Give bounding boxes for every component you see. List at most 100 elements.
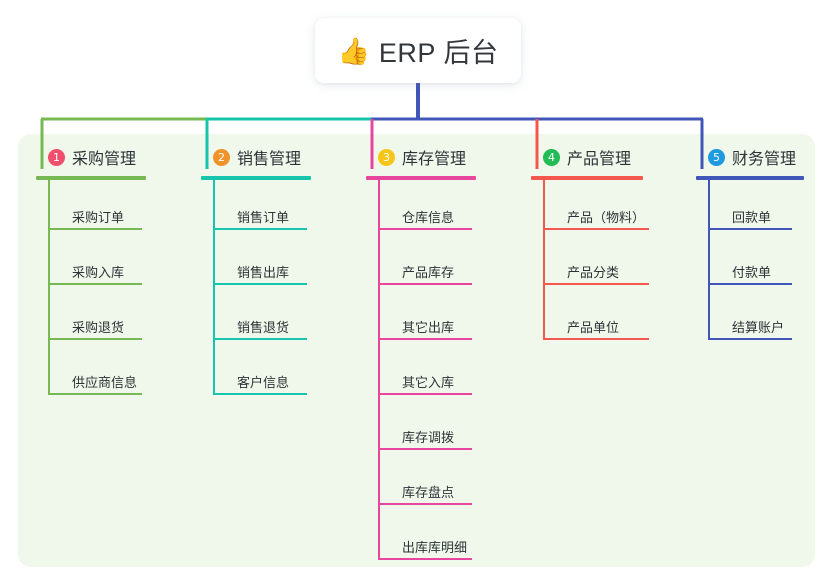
- branch-header-财务管理[interactable]: 5 财务管理: [696, 145, 804, 169]
- branch-number-badge: 1: [48, 148, 65, 166]
- branch-item[interactable]: 销售订单: [213, 180, 311, 235]
- branch-item-list: 产品（物料） 产品分类产品单位: [531, 180, 649, 345]
- branch-item-label: 结算账户: [732, 320, 785, 335]
- branch-item-label: 其它入库: [402, 375, 455, 390]
- branch-item-underline: [380, 283, 472, 285]
- branch-header-库存管理[interactable]: 3 库存管理: [366, 145, 476, 169]
- branch-item[interactable]: 其它出库: [378, 290, 476, 345]
- branch-item-label: 付款单: [732, 265, 772, 280]
- branch-item-label: 销售订单: [237, 210, 290, 225]
- branch-column-产品管理[interactable]: 4 产品管理产品（物料） 产品分类产品单位: [531, 145, 649, 345]
- branch-item-underline: [545, 283, 649, 285]
- branch-spine: [48, 180, 50, 395]
- branch-item[interactable]: 客户信息: [213, 345, 311, 400]
- branch-item[interactable]: 采购入库: [48, 235, 146, 290]
- root-node-content: 👍 ERP 后台: [338, 31, 499, 70]
- branch-item[interactable]: 仓库信息: [378, 180, 476, 235]
- branch-item[interactable]: 回款单: [708, 180, 804, 235]
- branch-column-销售管理[interactable]: 2 销售管理销售订单销售出库销售退货客户信息: [201, 145, 311, 400]
- branch-spine: [708, 180, 710, 340]
- branch-item-underline: [380, 448, 472, 450]
- branch-item[interactable]: 库存调拨: [378, 400, 476, 455]
- branch-item[interactable]: 供应商信息: [48, 345, 146, 400]
- thumbs-up-icon: 👍: [337, 35, 370, 66]
- branch-item[interactable]: 销售出库: [213, 235, 311, 290]
- branch-column-采购管理[interactable]: 1 采购管理采购订单采购入库采购退货供应商信息: [36, 145, 146, 400]
- branch-item[interactable]: 采购订单: [48, 180, 146, 235]
- branch-spine: [378, 180, 380, 560]
- diagram-background-panel: [18, 134, 815, 567]
- branch-item-label: 客户信息: [237, 375, 290, 390]
- branch-title: 采购管理: [72, 151, 137, 168]
- branch-title: 产品管理: [567, 151, 632, 168]
- branch-header-采购管理[interactable]: 1 采购管理: [36, 145, 146, 169]
- branch-item-underline: [50, 283, 142, 285]
- branch-item[interactable]: 产品分类: [543, 235, 649, 290]
- branch-spine: [543, 180, 545, 340]
- branch-item-label: 供应商信息: [72, 375, 138, 390]
- branch-item-label: 产品库存: [402, 265, 455, 280]
- branch-item-underline: [215, 338, 307, 340]
- branch-item-label: 库存调拨: [402, 430, 455, 445]
- branch-underline: [531, 176, 643, 180]
- branch-title: 库存管理: [402, 151, 467, 168]
- branch-item-underline: [50, 228, 142, 230]
- branch-item-underline: [710, 338, 792, 340]
- branch-item-underline: [50, 338, 142, 340]
- branch-underline: [696, 176, 804, 180]
- branch-item[interactable]: 库存盘点: [378, 455, 476, 510]
- branch-item-underline: [545, 338, 649, 340]
- branch-underline: [201, 176, 311, 180]
- branch-item-underline: [215, 228, 307, 230]
- branch-item-underline: [380, 338, 472, 340]
- branch-item-label: 回款单: [732, 210, 772, 225]
- branch-item-label: 销售退货: [237, 320, 290, 335]
- branch-title: 销售管理: [237, 151, 302, 168]
- branch-column-财务管理[interactable]: 5 财务管理回款单付款单结算账户: [696, 145, 804, 345]
- branch-item-label: 采购订单: [72, 210, 125, 225]
- branch-header-销售管理[interactable]: 2 销售管理: [201, 145, 311, 169]
- branch-item-list: 销售订单销售出库销售退货客户信息: [201, 180, 311, 400]
- branch-item-label: 产品（物料）: [567, 210, 646, 225]
- branch-item-underline: [215, 393, 307, 395]
- branch-underline: [36, 176, 146, 180]
- branch-underline: [366, 176, 476, 180]
- branch-item-underline: [710, 283, 792, 285]
- branch-header-产品管理[interactable]: 4 产品管理: [531, 145, 643, 169]
- branch-item-underline: [215, 283, 307, 285]
- branch-item[interactable]: 采购退货: [48, 290, 146, 345]
- branch-item-label: 销售出库: [237, 265, 290, 280]
- branch-item-underline: [50, 393, 142, 395]
- branch-item[interactable]: 结算账户: [708, 290, 804, 345]
- branch-item-label: 产品单位: [567, 320, 620, 335]
- root-node-card[interactable]: 👍 ERP 后台: [315, 18, 521, 83]
- branch-item-underline: [710, 228, 792, 230]
- branch-number-badge: 4: [543, 148, 560, 166]
- branch-item[interactable]: 产品库存: [378, 235, 476, 290]
- branch-item-underline: [545, 228, 649, 230]
- branch-item-list: 仓库信息产品库存其它出库其它入库库存调拨库存盘点出库库明细: [366, 180, 476, 565]
- branch-item-label: 其它出库: [402, 320, 455, 335]
- branch-item[interactable]: 产品（物料）: [543, 180, 649, 235]
- branch-item-underline: [380, 228, 472, 230]
- root-node-title: ERP 后台: [378, 38, 499, 68]
- branch-item[interactable]: 销售退货: [213, 290, 311, 345]
- branch-number-badge: 5: [708, 148, 725, 166]
- branch-item-label: 采购入库: [72, 265, 125, 280]
- branch-item-underline: [380, 503, 472, 505]
- branch-number-badge: 2: [213, 148, 230, 166]
- branch-item[interactable]: 产品单位: [543, 290, 649, 345]
- branch-item-underline: [380, 558, 472, 560]
- branch-item-label: 采购退货: [72, 320, 125, 335]
- branch-spine: [213, 180, 215, 395]
- branch-item[interactable]: 付款单: [708, 235, 804, 290]
- branch-column-库存管理[interactable]: 3 库存管理仓库信息产品库存其它出库其它入库库存调拨库存盘点出库库明细: [366, 145, 476, 565]
- branch-number-badge: 3: [378, 148, 395, 166]
- branch-item[interactable]: 出库库明细: [378, 510, 476, 565]
- branch-title: 财务管理: [732, 151, 797, 168]
- branch-item-underline: [380, 393, 472, 395]
- branch-item-label: 库存盘点: [402, 485, 455, 500]
- branch-item[interactable]: 其它入库: [378, 345, 476, 400]
